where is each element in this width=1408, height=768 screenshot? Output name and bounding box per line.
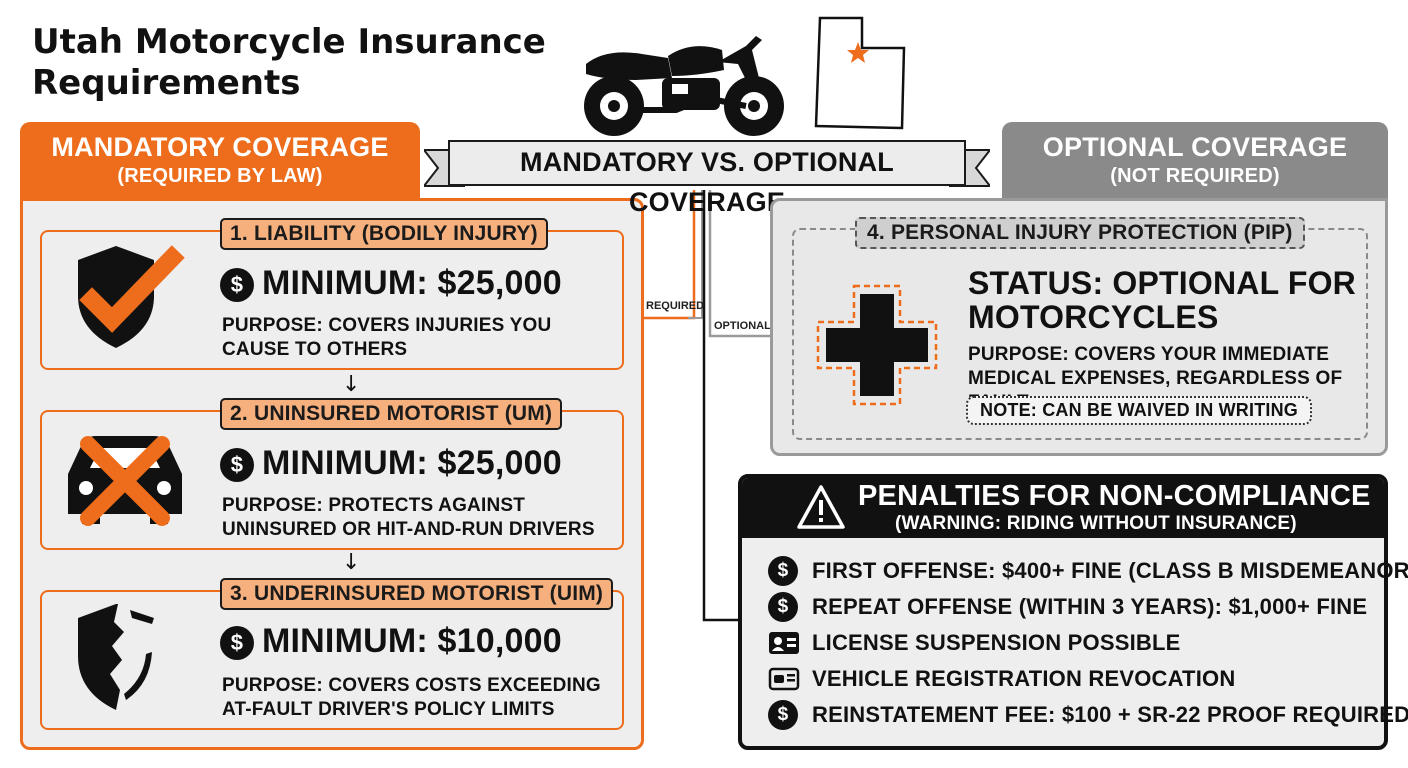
down-arrow-icon: ↓ <box>342 372 361 397</box>
liability-minimum: MINIMUM: $25,000 <box>262 264 562 302</box>
dollar-icon: $ <box>768 592 798 622</box>
penalties-title: PENALTIES FOR NON-COMPLIANCE <box>858 480 1371 512</box>
pip-label: 4. PERSONAL INJURY PROTECTION (PIP) <box>855 217 1305 249</box>
penalty-item: $ REPEAT OFFENSE (WITHIN 3 YEARS): $1,00… <box>768 592 1368 622</box>
star-icon <box>847 42 869 63</box>
required-label: REQUIRED <box>646 300 705 312</box>
underinsured-purpose: PURPOSE: COVERS COSTS EXCEEDING AT-FAULT… <box>222 675 601 720</box>
medical-cross-icon <box>816 284 938 406</box>
underinsured-minimum: MINIMUM: $10,000 <box>262 622 562 660</box>
liability-label: 1. LIABILITY (BODILY INJURY) <box>220 218 548 250</box>
penalties-header <box>742 478 1384 538</box>
penalties-subtitle: (WARNING: RIDING WITHOUT INSURANCE) <box>895 513 1297 534</box>
penalty-item: LICENSE SUSPENSION POSSIBLE <box>768 628 1368 658</box>
mandatory-heading: MANDATORY COVERAGE <box>51 132 389 162</box>
penalty-text: REPEAT OFFENSE (WITHIN 3 YEARS): $1,000+… <box>812 594 1368 619</box>
car-x-icon <box>68 436 182 526</box>
optional-header: OPTIONAL COVERAGE (NOT REQUIRED) <box>1002 122 1388 204</box>
down-arrow-icon: ↓ <box>342 550 361 575</box>
penalty-item: $ REINSTATEMENT FEE: $100 + SR-22 PROOF … <box>768 700 1408 730</box>
broken-shield-icon <box>78 604 154 710</box>
liability-purpose: PURPOSE: COVERS INJURIES YOU CAUSE TO OT… <box>222 315 552 360</box>
uninsured-label: 2. UNINSURED MOTORIST (UM) <box>220 398 563 430</box>
uninsured-minimum: MINIMUM: $25,000 <box>262 444 562 482</box>
penalty-item: $ FIRST OFFENSE: $400+ FINE (CLASS B MIS… <box>768 556 1408 586</box>
optional-label: OPTIONAL <box>714 320 771 332</box>
penalty-item: VEHICLE REGISTRATION REVOCATION <box>768 664 1368 694</box>
optional-heading: OPTIONAL COVERAGE <box>1042 132 1348 162</box>
penalty-text: FIRST OFFENSE: $400+ FINE (CLASS B MISDE… <box>812 558 1408 583</box>
utah-map-icon <box>814 16 906 130</box>
page-title: Utah Motorcycle Insurance Requirements <box>32 22 546 103</box>
dollar-icon: $ <box>220 268 254 302</box>
warning-icon <box>797 485 845 529</box>
license-card-icon <box>769 632 799 654</box>
dollar-icon: $ <box>768 700 798 730</box>
dollar-icon: $ <box>220 626 254 660</box>
uninsured-purpose: PURPOSE: PROTECTS AGAINST UNINSURED OR H… <box>222 495 595 540</box>
mandatory-header: MANDATORY COVERAGE (REQUIRED BY LAW) <box>20 122 420 204</box>
comparison-banner: MANDATORY VS. OPTIONAL COVERAGE <box>448 140 966 217</box>
penalty-text: REINSTATEMENT FEE: $100 + SR-22 PROOF RE… <box>812 702 1408 727</box>
motorcycle-icon <box>584 36 784 136</box>
underinsured-label: 3. UNDERINSURED MOTORIST (UIM) <box>220 578 614 610</box>
penalty-text: VEHICLE REGISTRATION REVOCATION <box>812 666 1236 691</box>
shield-check-icon <box>78 245 185 348</box>
registration-card-icon <box>768 667 800 691</box>
dollar-icon: $ <box>220 448 254 482</box>
mandatory-subheading: (REQUIRED BY LAW) <box>117 165 323 187</box>
penalty-text: LICENSE SUSPENSION POSSIBLE <box>812 630 1181 655</box>
optional-subheading: (NOT REQUIRED) <box>1110 165 1280 187</box>
pip-note: NOTE: CAN BE WAIVED IN WRITING <box>966 396 1312 425</box>
pip-status: STATUS: OPTIONAL FOR MOTORCYCLES <box>968 265 1356 335</box>
dollar-icon: $ <box>768 556 798 586</box>
